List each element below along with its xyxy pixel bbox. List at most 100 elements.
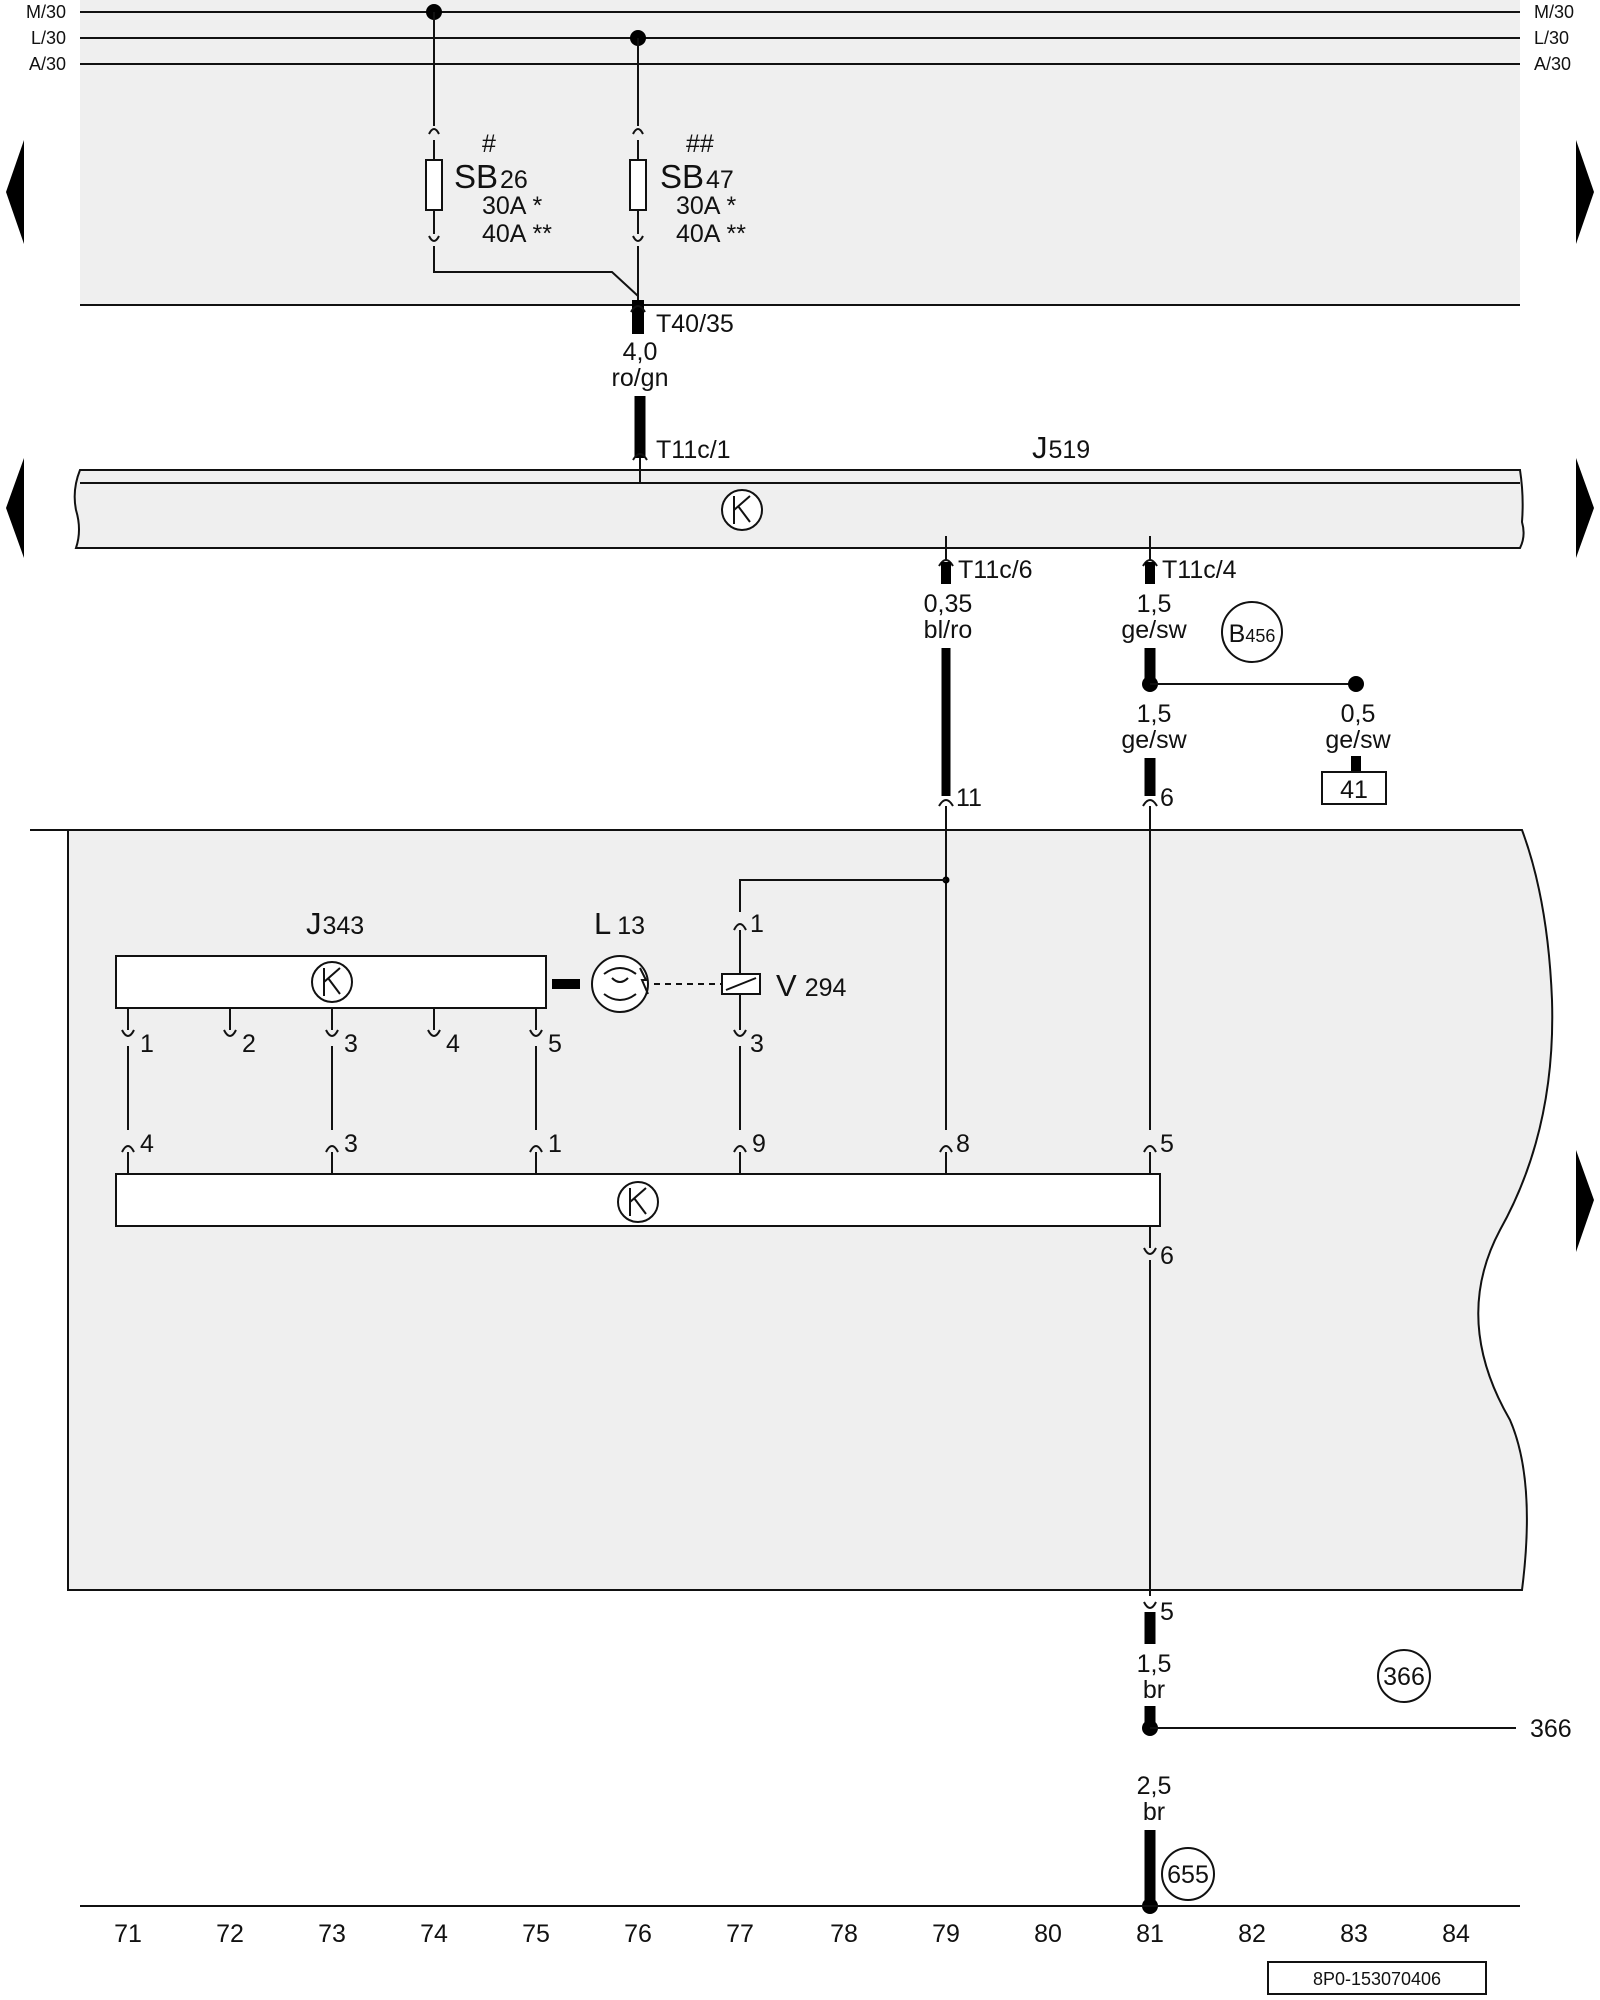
wire-size-label: 1,5 (1137, 1650, 1172, 1678)
svg-text:3: 3 (344, 1130, 358, 1158)
svg-text:4: 4 (140, 1130, 154, 1158)
connector-t40-35-label: T40/35 (656, 310, 734, 338)
wire-color-label: ge/sw (1325, 726, 1391, 754)
wire-size-label: 0,5 (1341, 700, 1376, 728)
reference-41-box[interactable] (1321, 771, 1387, 805)
junction-dot (1348, 676, 1364, 692)
lamp-l13-icon (603, 967, 637, 1001)
lamp-connector-icon (552, 979, 580, 989)
pin-socket-icon (1142, 799, 1158, 807)
lower-unit-pin-4: 4 (121, 1130, 154, 1174)
connection-366-circle[interactable] (1377, 1649, 1431, 1703)
wire-color-label: ge/sw (1121, 616, 1187, 644)
connection-b456-circle[interactable] (1221, 601, 1283, 663)
connector-plug-icon (941, 562, 951, 584)
lower-unit-pin-5: 5 (1143, 1130, 1174, 1174)
lower-unit-pin-9: 9 (733, 1130, 766, 1174)
page-next-arrow-icon[interactable] (1576, 140, 1594, 244)
pin-socket-icon (428, 235, 440, 242)
wire-color-label: br (1143, 1798, 1165, 1826)
supply-label-right: L/30 (1534, 28, 1569, 48)
scale-number: 82 (1238, 1920, 1266, 1948)
page-prev-arrow-icon[interactable] (6, 140, 24, 244)
svg-text:5: 5 (548, 1030, 562, 1058)
wire-size-label: 1,5 (1137, 590, 1172, 618)
scale-number: 72 (216, 1920, 244, 1948)
scale-number: 77 (726, 1920, 754, 1948)
lower-unit-pin-3: 3 (325, 1130, 358, 1174)
scale-number: 74 (420, 1920, 448, 1948)
lamp-l13-icon[interactable] (591, 955, 649, 1013)
pin-number: 6 (1160, 784, 1174, 812)
page-next-arrow-icon[interactable] (1576, 1150, 1594, 1252)
ground-655-circle[interactable] (1161, 1847, 1215, 1901)
ground-655-label: 655 (1167, 1861, 1209, 1889)
page-next-arrow-icon[interactable] (1576, 458, 1594, 558)
scale-number: 73 (318, 1920, 346, 1948)
j343-pin-2: 2 (223, 1008, 256, 1058)
wire-color-label: bl/ro (924, 616, 973, 644)
lower-unit-pin-8: 8 (939, 1130, 970, 1174)
connection-366-line-label[interactable]: 366 (1530, 1715, 1572, 1743)
doc-code-label: 8P0-153070406 (1313, 1969, 1441, 1989)
svg-text:8: 8 (956, 1130, 970, 1158)
control-unit-j519-label: J519 (1032, 430, 1090, 465)
connector-t11c-4-label: T11c/4 (1162, 556, 1237, 584)
connection-b456-label: B456 (1229, 620, 1276, 648)
svg-text:3: 3 (344, 1030, 358, 1058)
svg-text:4: 4 (446, 1030, 460, 1058)
reference-41-label: 41 (1340, 776, 1368, 804)
pin-socket-icon (938, 799, 954, 807)
pin-socket-icon (1143, 1601, 1157, 1609)
supply-label-left: L/30 (31, 28, 66, 48)
pin-socket-icon (1142, 559, 1158, 567)
j343-pin-1: 1 (121, 1008, 154, 1058)
wire-color-label: ro/gn (612, 364, 669, 392)
pin-number: 1 (750, 910, 764, 938)
pin-number: 11 (956, 784, 982, 812)
wire-to-v294 (739, 879, 946, 912)
connector-t11c-6-label: T11c/6 (958, 556, 1033, 584)
supply-label-left: M/30 (26, 2, 66, 22)
pin-number: 3 (750, 1030, 764, 1058)
fuse-sb26-rating: 40A** (482, 220, 552, 248)
lamp-l13-icon (639, 967, 649, 995)
pin-socket-icon (632, 235, 644, 242)
connection-366-circle-label: 366 (1383, 1663, 1425, 1691)
scale-number: 78 (830, 1920, 858, 1948)
electronic-control-icon (323, 967, 341, 996)
fuse-sb26-icon[interactable] (425, 159, 443, 211)
svg-text:5: 5 (1160, 1130, 1174, 1158)
scale-number: 81 (1136, 1920, 1164, 1948)
j343-pin-3: 3 (325, 1008, 358, 1058)
fuse-sb47-icon[interactable] (629, 159, 647, 211)
page-prev-arrow-icon[interactable] (6, 458, 24, 558)
connector-plug-icon (1351, 756, 1361, 772)
pin-number: 6 (1160, 1242, 1174, 1270)
connector-t11c-1-label: T11c/1 (656, 436, 731, 464)
pin-socket-icon (632, 453, 648, 461)
scale-number: 75 (522, 1920, 550, 1948)
lower-unit-pin-1: 1 (529, 1130, 562, 1174)
actuator-v294-coil (725, 977, 757, 991)
scale-number: 76 (624, 1920, 652, 1948)
svg-text:2: 2 (242, 1030, 256, 1058)
fuse-sb47-rating: 30A* (676, 192, 736, 220)
connector-plug-icon (632, 300, 644, 334)
pin-socket-icon (733, 923, 747, 931)
scale-number: 84 (1442, 1920, 1470, 1948)
electronic-control-icon (629, 1187, 647, 1216)
supply-label-left: A/30 (29, 54, 66, 74)
pin-socket-icon (428, 128, 440, 135)
wire-size-label: 0,35 (924, 590, 973, 618)
fuse-box-zone (80, 0, 1520, 305)
svg-text:1: 1 (548, 1130, 562, 1158)
pin-number: 5 (1160, 1598, 1174, 1626)
wire-color-label: ge/sw (1121, 726, 1187, 754)
fuse-sb47-rating: 40A** (676, 220, 746, 248)
scale-number: 83 (1340, 1920, 1368, 1948)
supply-label-right: A/30 (1534, 54, 1571, 74)
electronic-control-icon (733, 495, 751, 524)
